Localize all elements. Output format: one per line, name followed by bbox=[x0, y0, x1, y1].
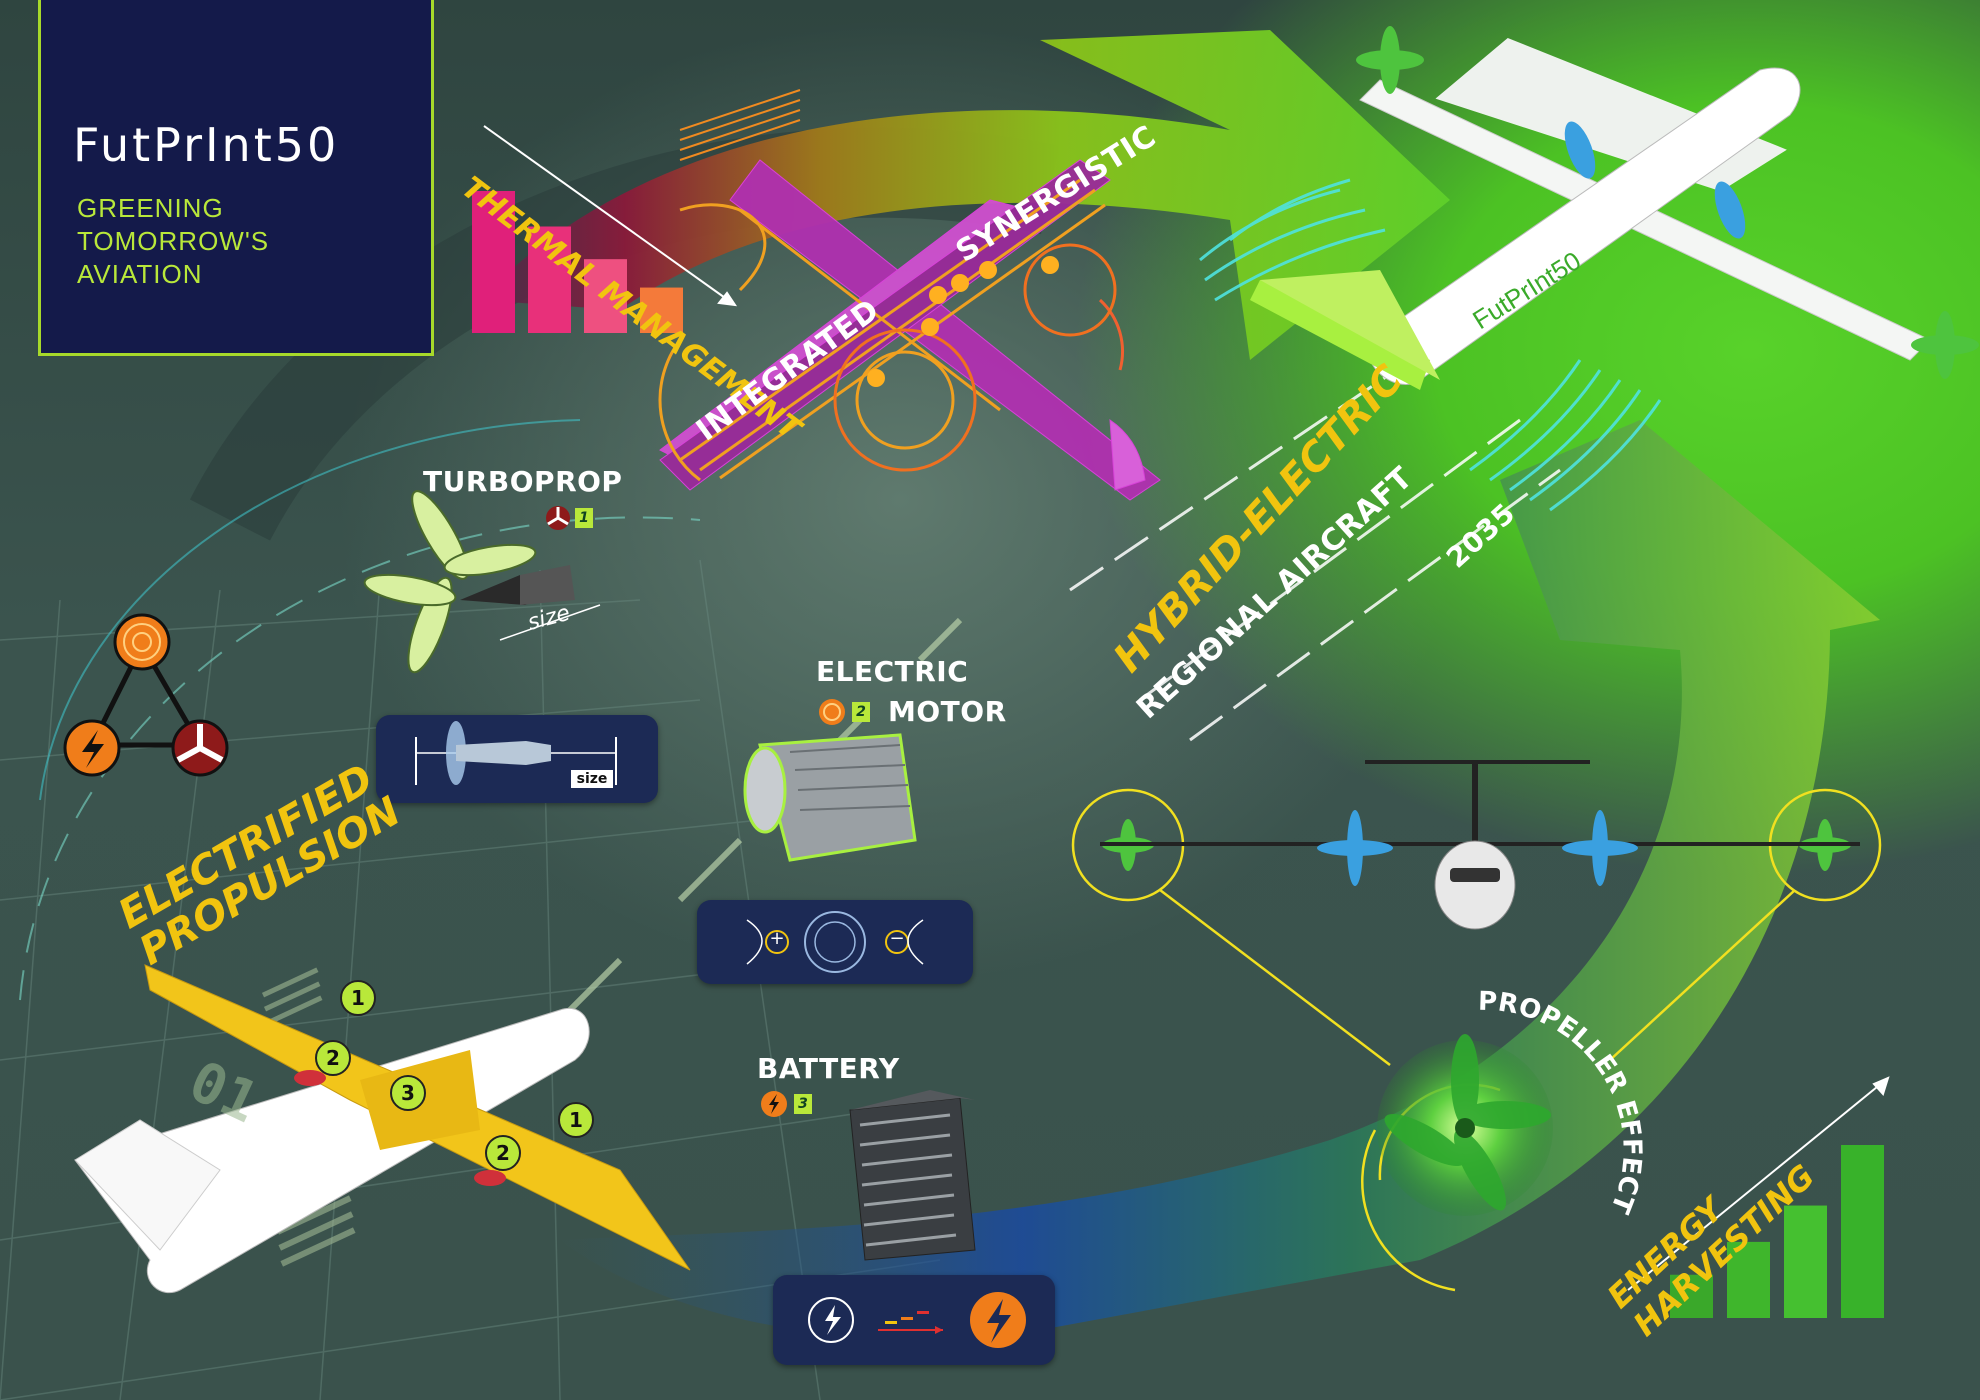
battery-bolt-icon bbox=[63, 719, 121, 777]
bar-3 bbox=[1784, 1205, 1827, 1318]
motor-minus: − bbox=[889, 928, 905, 949]
battery-num: 3 bbox=[794, 1094, 812, 1114]
battery-charge-diagram bbox=[808, 1292, 1026, 1348]
motor-diagram bbox=[746, 911, 924, 973]
motor-plus: + bbox=[769, 928, 785, 949]
motor-coil-icon bbox=[819, 698, 845, 725]
marker-turboprop-2: 1 bbox=[558, 1102, 594, 1138]
marker-battery: 3 bbox=[390, 1075, 426, 1111]
electric-motor-tag: 2 MOTOR bbox=[818, 695, 1007, 728]
cycle-arrow-top bbox=[480, 30, 1450, 360]
electric-motor-label-2: MOTOR bbox=[888, 695, 1007, 728]
battery-panel bbox=[773, 1275, 1055, 1365]
motor-coil-icon bbox=[113, 613, 171, 671]
svg-text:PROPELLER EFFECT: PROPELLER EFFECT bbox=[1478, 987, 1647, 1218]
bar-1 bbox=[1670, 1274, 1713, 1318]
electric-motor-label-1: ELECTRIC bbox=[816, 655, 969, 688]
size-label-box: size bbox=[576, 771, 608, 787]
marker-motor-1: 2 bbox=[315, 1040, 351, 1076]
turboprop-tag: 1 bbox=[545, 505, 593, 531]
bar-1 bbox=[472, 191, 515, 333]
propeller-effect-label: PROPELLER EFFECT bbox=[1478, 987, 1647, 1218]
turboprop-num: 1 bbox=[575, 508, 593, 528]
turboprop-fan-icon bbox=[171, 719, 229, 777]
tagline-line-2: TOMORROW'S bbox=[77, 226, 270, 256]
electric-motor-panel: + − bbox=[697, 900, 973, 984]
turboprop-label: TURBOPROP bbox=[423, 465, 623, 498]
brand-panel: FutPrInt50 GREENING TOMORROW'S AVIATION bbox=[38, 0, 434, 356]
brand-tagline: GREENING TOMORROW'S AVIATION bbox=[77, 192, 269, 291]
tagline-line-3: AVIATION bbox=[77, 259, 203, 289]
electric-motor-num: 2 bbox=[852, 701, 870, 722]
turboprop-fan-icon bbox=[546, 506, 570, 530]
turboprop-size-panel: size bbox=[376, 715, 658, 803]
marker-motor-2: 2 bbox=[485, 1135, 521, 1171]
marker-turboprop-1: 1 bbox=[340, 980, 376, 1016]
battery-tag: 3 bbox=[760, 1090, 812, 1118]
bar-4 bbox=[640, 287, 683, 333]
bar-3 bbox=[584, 259, 627, 333]
turboprop-size-diagram bbox=[415, 721, 617, 788]
battery-label: BATTERY bbox=[757, 1052, 900, 1085]
battery-bolt-icon bbox=[761, 1091, 787, 1117]
tagline-line-1: GREENING bbox=[77, 193, 224, 223]
brand-logo: FutPrInt50 bbox=[73, 118, 340, 172]
bar-2 bbox=[1727, 1241, 1770, 1318]
bar-4 bbox=[1841, 1145, 1884, 1318]
bar-2 bbox=[528, 226, 571, 333]
